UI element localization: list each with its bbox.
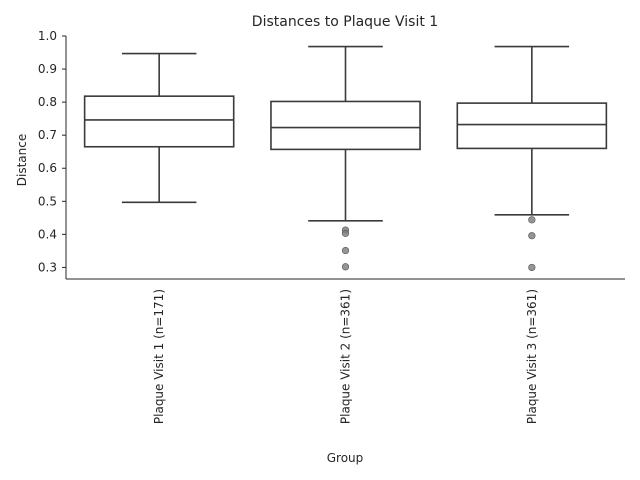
x-tick-label: Plaque Visit 2 (n=361) <box>339 289 353 424</box>
outlier-point <box>528 232 536 240</box>
outlier-point <box>528 216 536 224</box>
y-axis-title: Distance <box>15 134 29 186</box>
y-tick-label: 1.0 <box>38 29 57 43</box>
y-axis: 0.3 0.4 0.5 0.6 0.7 0.8 0.9 1.0 <box>38 29 67 279</box>
box-group <box>270 45 421 271</box>
y-tick-label: 0.3 <box>38 260 57 274</box>
y-tick-label: 0.5 <box>38 194 57 208</box>
outlier-point <box>341 246 350 255</box>
y-tick-label: 0.4 <box>38 227 57 241</box>
x-axis-title: Group <box>327 451 364 465</box>
outlier-point <box>341 229 350 237</box>
x-axis: Plaque Visit 1 (n=171) Plaque Visit 2 (n=… <box>66 278 625 424</box>
outlier-point <box>528 263 536 272</box>
box-iqr <box>456 102 608 150</box>
y-tick-label: 0.9 <box>38 62 57 76</box>
y-tick-label: 0.6 <box>38 161 57 175</box>
outlier-point <box>341 263 350 271</box>
chart-title: Distances to Plaque Visit 1 <box>252 14 438 30</box>
x-tick-label: Plaque Visit 1 (n=171) <box>152 289 166 424</box>
box-iqr <box>270 100 421 151</box>
y-tick-label: 0.7 <box>38 128 57 142</box>
y-tick-label: 0.8 <box>38 95 57 109</box>
box-group <box>456 45 608 272</box>
boxes <box>83 45 608 272</box>
x-tick-label: Plaque Visit 3 (n=361) <box>525 289 539 424</box>
box-iqr <box>83 95 235 148</box>
box-group <box>83 52 235 204</box>
